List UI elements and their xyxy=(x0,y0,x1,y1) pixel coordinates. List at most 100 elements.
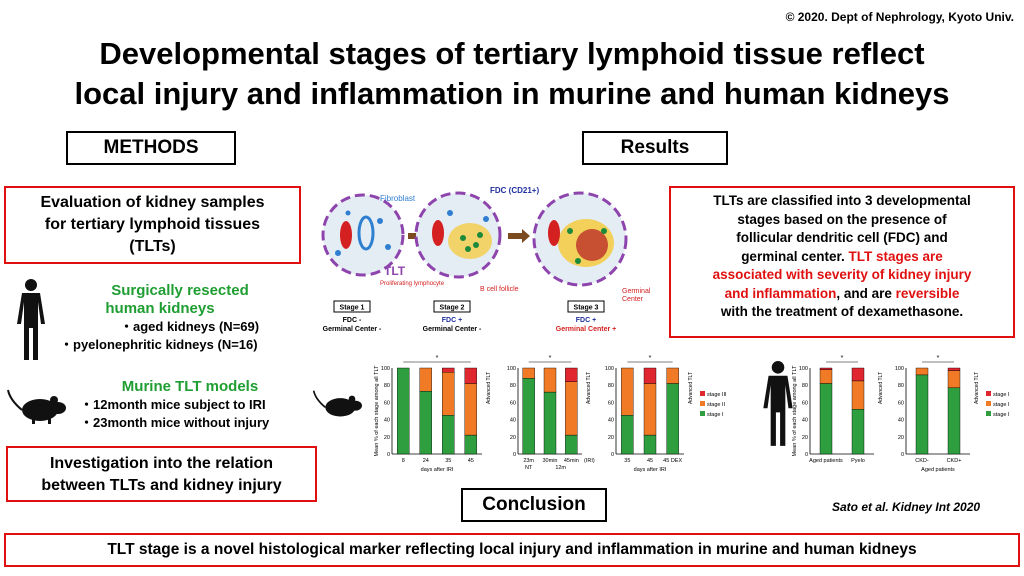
investigation-box: Investigation into the relation between … xyxy=(6,446,317,502)
chart-4-advanced-label: Advanced TLT xyxy=(974,372,980,404)
stage-3-label: Stage 3 xyxy=(574,305,599,312)
chart-2-significance-star: * xyxy=(649,355,652,362)
chart-4-ytick: 80 xyxy=(898,383,904,389)
chart-2-xlabel: days after IRI xyxy=(634,467,667,473)
chart-4-legend-swatch xyxy=(986,411,991,416)
chart-3-bar-stage-II xyxy=(819,369,833,384)
chart-0-advanced-label: Advanced TLT xyxy=(486,372,492,404)
chart-1-bar-stage-III xyxy=(565,367,578,382)
chart-0-significance-star: * xyxy=(436,355,439,362)
chart-3-bar-stage-II xyxy=(851,380,865,410)
title-line-1: Developmental stages of tertiary lymphoi… xyxy=(99,36,925,71)
chart-3-bar-stage-III xyxy=(851,367,865,382)
chart-0-bar-stage-I xyxy=(442,415,455,455)
label-proliferating: Proliferating lymphocyte xyxy=(380,281,445,287)
chart-0-xtick: 24 xyxy=(423,458,429,464)
chart-3-bar-stage-I xyxy=(819,383,833,455)
chart-1-bar-stage-I xyxy=(565,434,578,455)
stage-3-fdc: FDC + xyxy=(576,317,596,324)
chart-4-ytick: 40 xyxy=(898,418,904,424)
evaluation-line-3: (TLTs) xyxy=(129,238,176,255)
chart-2-ytick: 60 xyxy=(608,400,614,406)
label-tlt: TLT xyxy=(384,264,406,278)
chart-3-ytick: 100 xyxy=(799,366,808,372)
stage-2-label: Stage 2 xyxy=(440,305,465,312)
human-heading-2: human kidneys xyxy=(105,300,215,317)
chart-4-legend-swatch xyxy=(986,391,991,396)
chart-3-ytick: 20 xyxy=(802,435,808,441)
results-r3: and inflammation xyxy=(724,285,837,301)
chart-2-xtick: 35 xyxy=(624,458,630,464)
human-heading-1: Surgically resected xyxy=(111,282,249,299)
chart-2-legend-label: stage III xyxy=(707,392,727,398)
human-samples: Surgically resected human kidneys ・aged … xyxy=(60,282,300,354)
chart-1-bar-stage-I xyxy=(543,391,557,455)
mouse-silhouette-icon xyxy=(7,389,66,424)
chart-4-xtick: CKD+ xyxy=(947,458,962,464)
chart-4-bar-stage-I xyxy=(947,387,961,455)
page-title: Developmental stages of tertiary lymphoi… xyxy=(0,34,1024,114)
chart-4-bar-stage-III xyxy=(947,367,961,371)
chart-0-ytick: 80 xyxy=(384,383,390,389)
chart-1-bar-stage-II xyxy=(543,367,557,393)
chart-0-xtick: 45 xyxy=(468,458,474,464)
title-line-2: local injury and inflammation in murine … xyxy=(74,76,950,111)
chart-2-ytick: 0 xyxy=(611,452,614,458)
chart-0-ytick: 0 xyxy=(387,452,390,458)
chart-2-xtick: 45 DEX xyxy=(663,458,682,464)
chart-3-bar-stage-I xyxy=(851,409,865,455)
chart-2-bar-stage-I xyxy=(666,383,679,455)
stage-1-illustration xyxy=(321,193,405,277)
chart-4-ytick: 0 xyxy=(901,452,904,458)
chart-0-ylabel: Mean % of each stage among all TLT xyxy=(374,365,380,457)
chart-0-ytick: 100 xyxy=(381,366,390,372)
chart-3-xtick: Pyelo xyxy=(851,458,865,464)
arrow-2-icon xyxy=(508,229,530,243)
chart-4-ytick: 100 xyxy=(895,366,904,372)
label-germinal-2: Center xyxy=(622,296,644,303)
chart-1-sublabel: NT xyxy=(525,465,533,471)
chart-2-bar-stage-II xyxy=(621,367,634,416)
chart-3-ytick: 40 xyxy=(802,418,808,424)
chart-4-xlabel: Aged patients xyxy=(921,467,955,473)
chart-0-ytick: 20 xyxy=(384,435,390,441)
citation: Sato et al. Kidney Int 2020 xyxy=(832,500,981,514)
human-item-pyelo: ・pyelonephritic kidneys (N=16) xyxy=(60,337,258,352)
chart-0-bar-stage-II xyxy=(419,367,432,392)
chart-2-ytick: 20 xyxy=(608,435,614,441)
copyright-text: © 2020. Dept of Nephrology, Kyoto Univ. xyxy=(785,10,1014,24)
label-bcell: B cell follicle xyxy=(480,286,519,293)
chart-2-bar-stage-I xyxy=(621,415,634,455)
chart-2-advanced-label: Advanced TLT xyxy=(688,372,694,404)
chart-1-ytick: 100 xyxy=(507,366,516,372)
chart-3-ylabel: Mean % of each stage among all TLT xyxy=(792,365,798,457)
chart-4-bar-stage-II xyxy=(947,370,961,388)
chart-4-ytick: 20 xyxy=(898,435,904,441)
investigation-line-2: between TLTs and kidney injury xyxy=(41,477,282,494)
chart-1-significance-star: * xyxy=(549,355,552,362)
chart-1-bar-stage-II xyxy=(522,367,535,379)
chart-4-bar-stage-I xyxy=(915,374,929,455)
human-silhouette-2-icon xyxy=(763,361,793,446)
label-fibroblast: Fibroblast xyxy=(380,194,416,203)
chart-4-legend-swatch xyxy=(986,401,991,406)
chart-0-xlabel: days after IRI xyxy=(421,467,454,473)
chart-1-sublabel: 12m xyxy=(555,465,566,471)
stage-1-fdc: FDC - xyxy=(343,317,362,324)
chart-0-ytick: 60 xyxy=(384,400,390,406)
chart-4-ytick: 60 xyxy=(898,400,904,406)
chart-4-legend-label: stage I xyxy=(993,412,1010,418)
chart-1-advanced-label: Advanced TLT xyxy=(586,372,592,404)
results-text-box: TLTs are classified into 3 developmental… xyxy=(669,186,1015,338)
chart-0-xtick: 35 xyxy=(445,458,451,464)
chart-2-bar-stage-I xyxy=(643,434,657,455)
stage-2-illustration xyxy=(414,191,502,279)
chart-0-bar-stage-I xyxy=(464,434,477,455)
stage-2-fdc: FDC + xyxy=(442,317,462,324)
chart-2-ytick: 40 xyxy=(608,418,614,424)
chart-2-legend-label: stage I xyxy=(707,412,724,418)
chart-4-legend-label: stage II xyxy=(993,402,1010,408)
label-germinal-1: Germinal xyxy=(622,288,651,295)
mouse-silhouette-2-icon xyxy=(312,390,362,417)
chart-3-advanced-label: Advanced TLT xyxy=(878,372,884,404)
